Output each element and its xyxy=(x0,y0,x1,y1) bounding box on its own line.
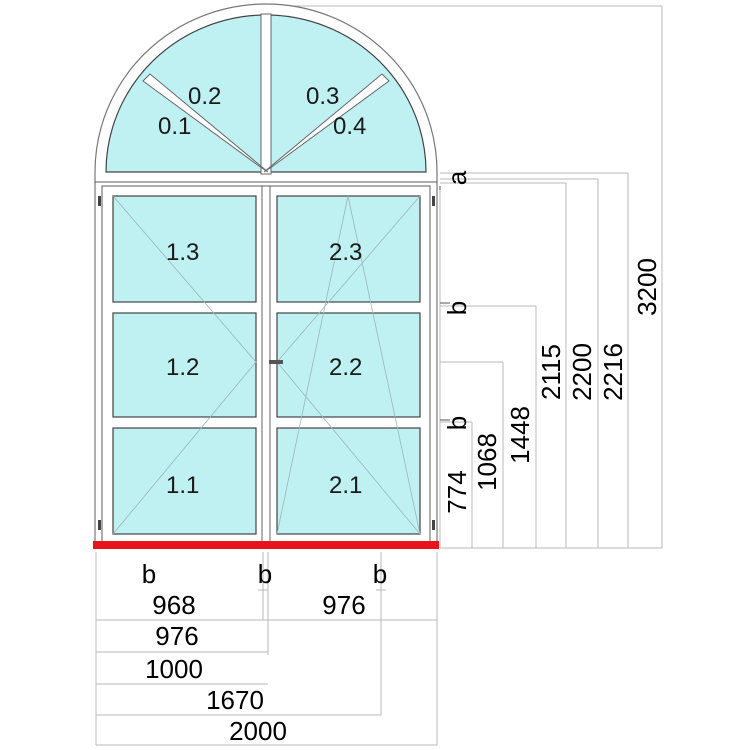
door-handle-icon xyxy=(269,360,283,364)
glass-2-3 xyxy=(276,195,421,303)
label-pane-2-3: 2.3 xyxy=(329,239,362,266)
glass-1-3 xyxy=(112,195,257,303)
right-markers: a b b xyxy=(442,170,472,430)
hardware xyxy=(98,196,435,530)
label-pane-0-2: 0.2 xyxy=(188,83,221,110)
right-ticks xyxy=(439,186,450,421)
marker-a: a xyxy=(442,170,472,185)
central-mullion xyxy=(261,185,271,543)
dim-2000: 2000 xyxy=(229,716,287,746)
marker-b-upper: b xyxy=(442,301,472,315)
vertical-dimensions: 774 1068 1448 2115 2200 2216 3200 xyxy=(442,258,662,514)
dim-1448: 1448 xyxy=(505,406,535,464)
bottom-markers: b b b xyxy=(142,559,387,589)
marker-b-lower: b xyxy=(442,416,472,430)
horizontal-dimensions: 968 976 976 1000 1670 2000 xyxy=(145,590,366,746)
bottom-marker-b-1: b xyxy=(142,559,156,589)
dim-968: 968 xyxy=(152,590,195,620)
dim-2216: 2216 xyxy=(598,343,628,401)
hinge-right-top xyxy=(432,196,435,206)
glass-1-1 xyxy=(112,427,257,535)
bottom-marker-b-2: b xyxy=(258,559,272,589)
glass-2-2 xyxy=(276,312,421,418)
dim-976-left: 976 xyxy=(155,621,198,651)
glass-2-1 xyxy=(276,427,421,535)
dim-2115: 2115 xyxy=(536,344,566,400)
label-pane-2-2: 2.2 xyxy=(329,354,362,381)
label-pane-2-1: 2.1 xyxy=(329,472,362,499)
bottom-dimension-lines xyxy=(95,552,438,746)
arch-fanlight xyxy=(94,3,438,184)
label-pane-0-4: 0.4 xyxy=(333,113,366,140)
sill-red xyxy=(93,541,439,549)
label-pane-1-2: 1.2 xyxy=(166,354,199,381)
hinge-right-bottom xyxy=(432,520,435,530)
arch-mullions xyxy=(142,13,390,175)
dim-2200: 2200 xyxy=(567,343,597,401)
dim-3200: 3200 xyxy=(632,258,662,316)
right-dimension-lines xyxy=(270,5,663,549)
dim-774: 774 xyxy=(442,470,472,513)
dim-976-right: 976 xyxy=(322,590,365,620)
label-pane-0-1: 0.1 xyxy=(158,113,191,140)
label-pane-1-3: 1.3 xyxy=(166,239,199,266)
dim-1000: 1000 xyxy=(145,654,203,684)
glass-panes xyxy=(112,195,421,535)
glass-1-2 xyxy=(112,312,257,418)
label-pane-0-3: 0.3 xyxy=(306,83,339,110)
dim-1670: 1670 xyxy=(206,685,264,715)
dim-1068: 1068 xyxy=(472,433,502,491)
hinge-left-bottom xyxy=(98,520,101,530)
label-pane-1-1: 1.1 xyxy=(166,472,199,499)
hinge-left-top xyxy=(98,196,101,206)
bottom-marker-b-3: b xyxy=(373,559,387,589)
pane-labels: 0.1 0.2 0.3 0.4 1.3 1.2 1.1 2.3 2.2 2.1 xyxy=(158,83,366,499)
